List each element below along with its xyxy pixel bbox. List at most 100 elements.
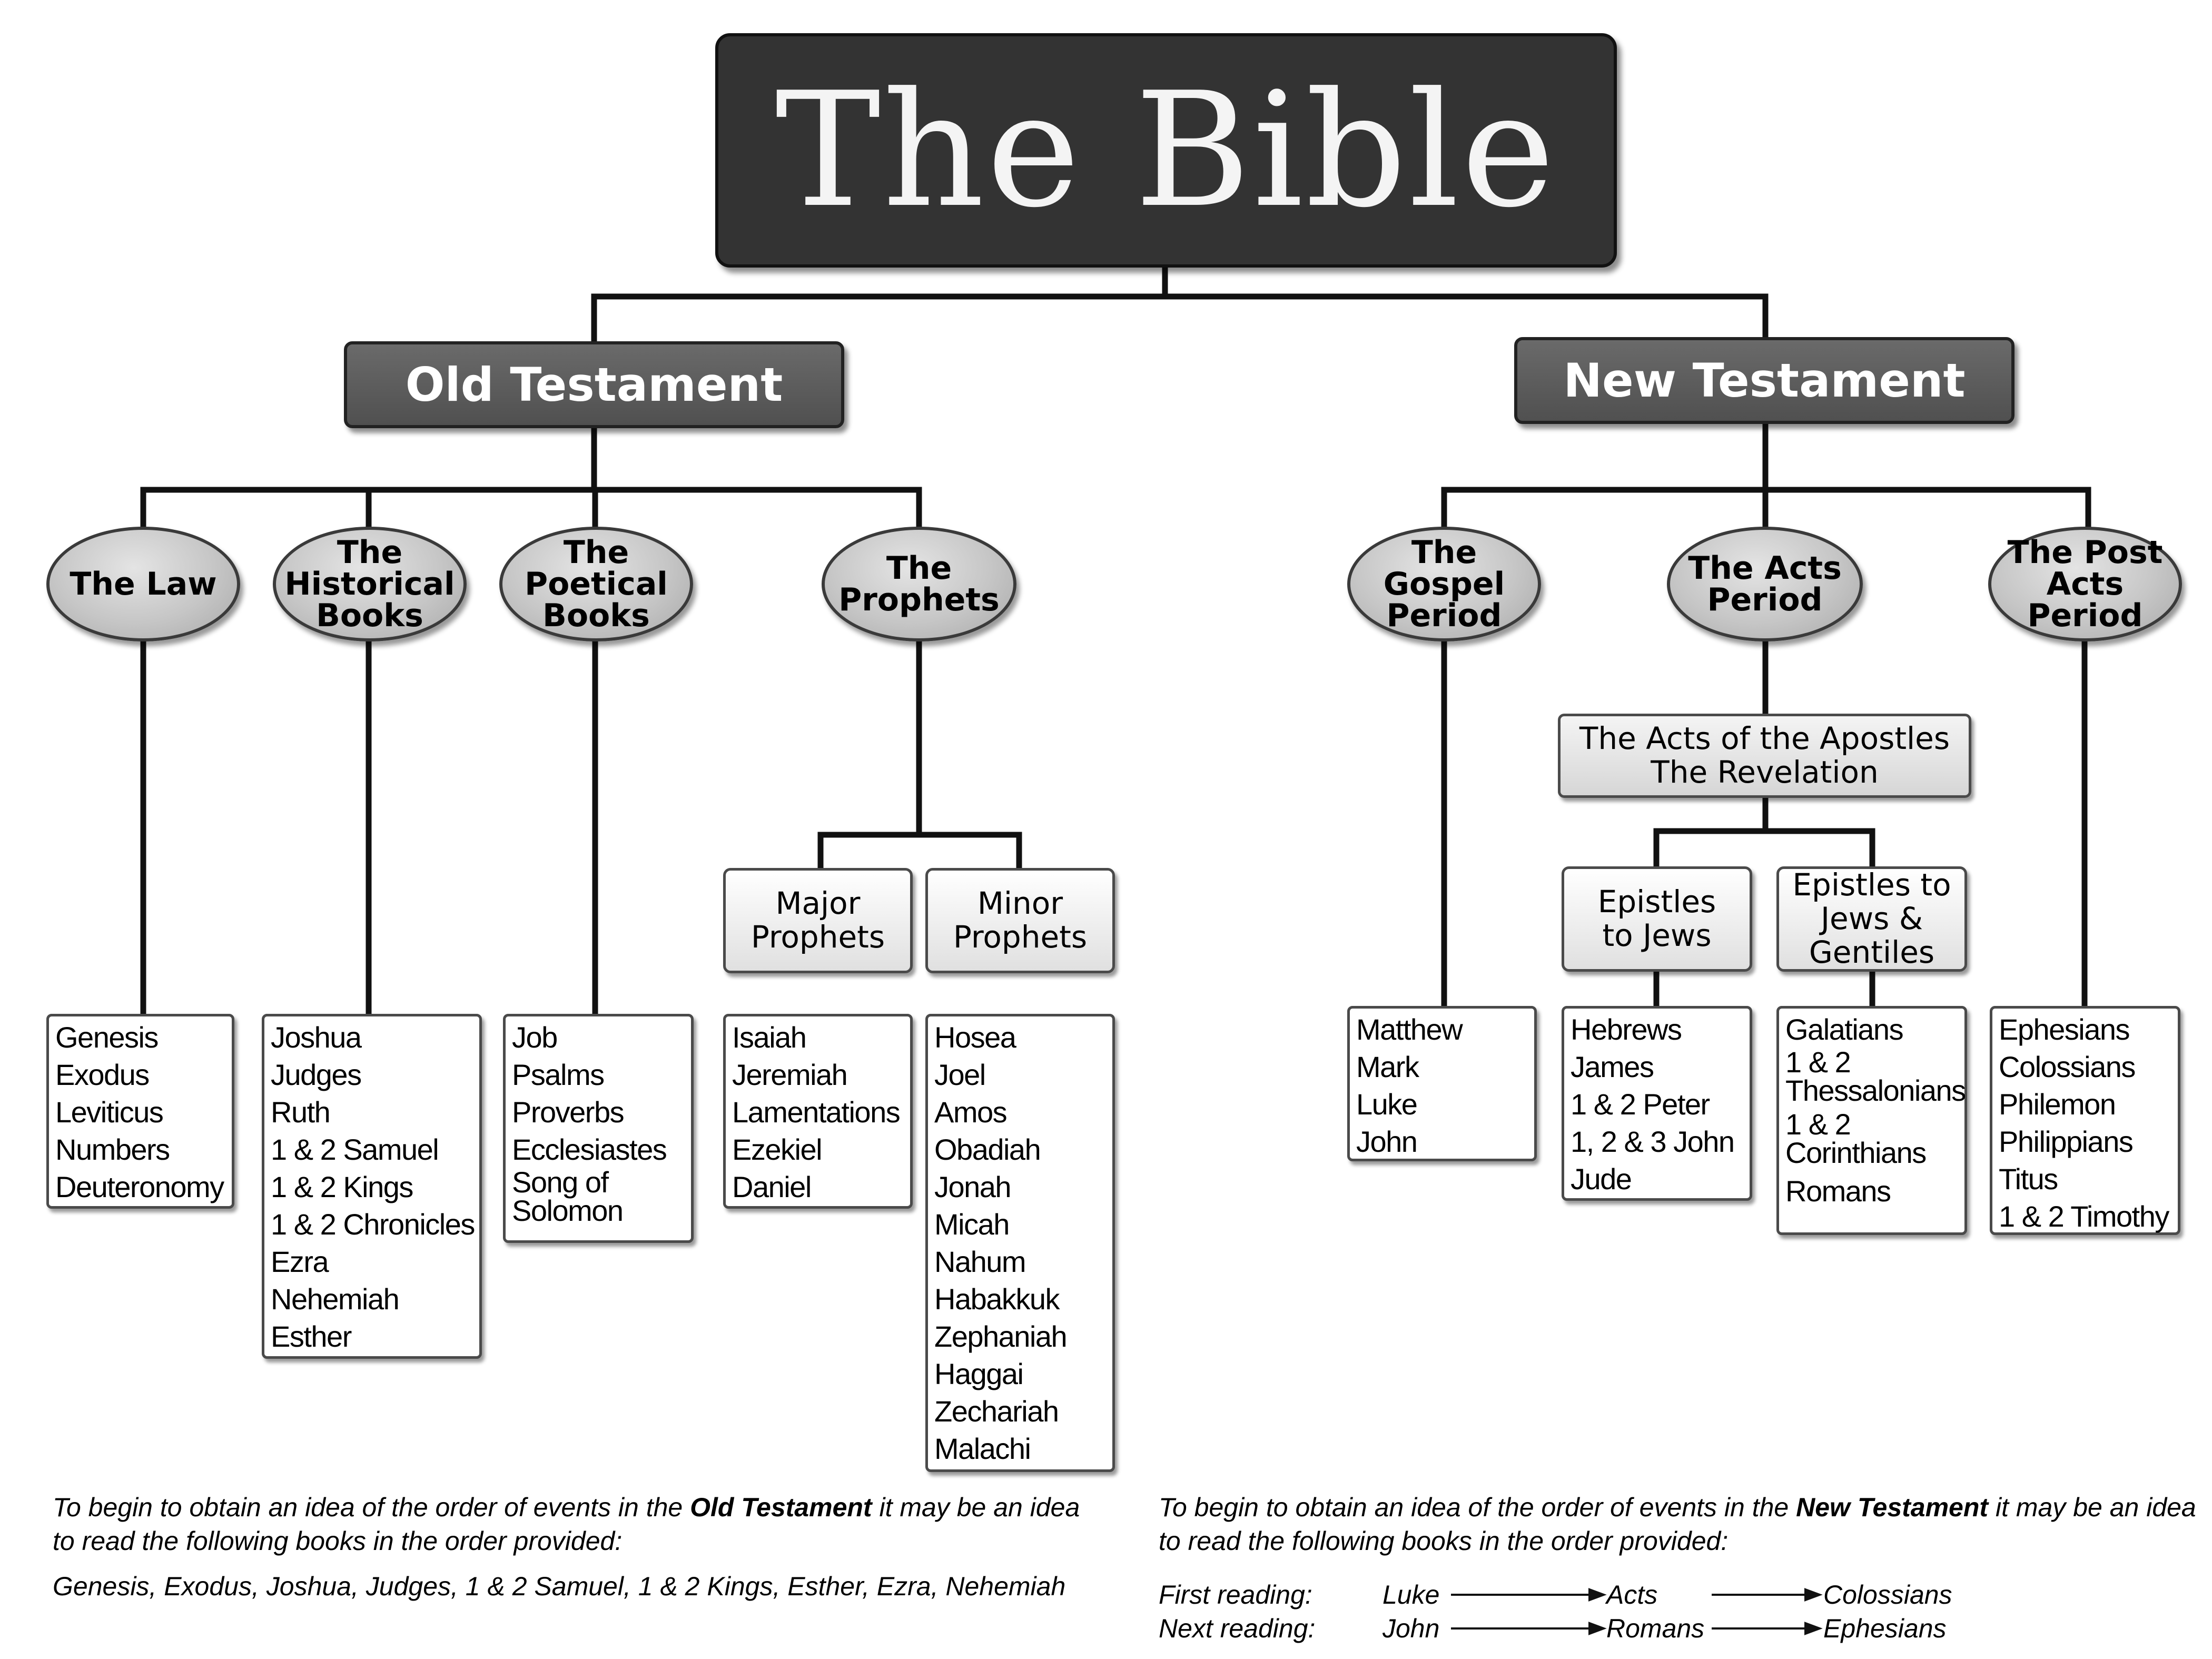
book-item: Ezra <box>271 1245 329 1278</box>
new-testament-note: To begin to obtain an idea of the order … <box>1159 1490 2207 1558</box>
connector-epistle-groups <box>1653 793 1875 872</box>
acts-books-line2: The Revelation <box>1651 754 1879 790</box>
book-item: 1 & 2 Thessalonians <box>1785 1045 1966 1107</box>
new-note-text-end: it may be an idea to read the following … <box>1159 1493 2196 1556</box>
category-historical-label: The Historical Books <box>284 534 455 634</box>
epistles-jews-label: Epistles to Jews <box>1597 884 1716 953</box>
book-item: Zephaniah <box>934 1320 1068 1353</box>
book-item: Haggai <box>934 1357 1024 1390</box>
old-testament-note: To begin to obtain an idea of the order … <box>53 1490 1106 1558</box>
acts-books-line1: The Acts of the Apostles <box>1579 720 1950 757</box>
book-item: Jeremiah <box>732 1058 848 1091</box>
epistles-jews-gentiles-box: Epistles to Jews & Gentiles <box>1776 866 1967 972</box>
first-reading-book-2: Acts <box>1606 1580 1658 1609</box>
book-item: Numbers <box>55 1133 170 1166</box>
book-item: Genesis <box>55 1021 159 1054</box>
category-acts: The Acts Period <box>1667 527 1863 641</box>
book-item: Luke <box>1356 1088 1418 1121</box>
epistles-jews-gentiles-label: Epistles to Jews & Gentiles <box>1792 867 1951 970</box>
category-prophets: The Prophets <box>822 527 1016 641</box>
book-item: Zechariah <box>934 1395 1059 1428</box>
category-law-label: The Law <box>70 566 217 603</box>
book-item: Deuteronomy <box>55 1170 224 1203</box>
book-item: Galatians <box>1785 1013 1904 1046</box>
category-post-acts: The Post Acts Period <box>1988 527 2182 641</box>
acts-books-box: The Acts of the Apostles The Revelation <box>1558 714 1971 798</box>
book-item: Psalms <box>512 1058 605 1091</box>
first-reading-label: First reading: <box>1159 1580 1312 1609</box>
book-item: Ecclesiastes <box>512 1133 667 1166</box>
book-item: Titus <box>1999 1162 2058 1196</box>
new-testament-box: New Testament <box>1514 337 2014 424</box>
old-note-bold: Old Testament <box>690 1493 872 1522</box>
book-item: John <box>1356 1125 1418 1158</box>
category-historical: The Historical Books <box>273 527 467 641</box>
next-reading-book-3: Ephesians <box>1823 1614 1947 1643</box>
old-note-text-end: it may be an idea to read the following … <box>53 1493 1080 1556</box>
book-item: Judges <box>271 1058 362 1091</box>
book-item: Amos <box>934 1095 1008 1129</box>
book-item: Nehemiah <box>271 1282 400 1316</box>
arrowhead-first-2 <box>1804 1588 1823 1602</box>
major-prophets-box: Major Prophets <box>723 868 913 973</box>
book-item: 1 & 2 Corinthians <box>1785 1108 1927 1169</box>
book-item: Leviticus <box>55 1095 164 1129</box>
book-item: Jonah <box>934 1170 1012 1203</box>
book-item: Joshua <box>271 1021 362 1054</box>
book-item: Colossians <box>1999 1050 2136 1083</box>
connector-new-categories <box>1441 421 2091 532</box>
book-item: Romans <box>1785 1174 1891 1208</box>
book-item: Lamentations <box>732 1095 901 1129</box>
connector-title-testaments <box>591 263 1769 345</box>
category-acts-label: The Acts Period <box>1688 550 1842 618</box>
book-item: Ruth <box>271 1095 331 1129</box>
book-item: Exodus <box>55 1058 150 1091</box>
next-reading-book-1: John <box>1382 1614 1440 1643</box>
category-gospel: The Gospel Period <box>1347 527 1541 641</box>
book-item: Mark <box>1356 1050 1419 1083</box>
book-item: Ezekiel <box>732 1133 823 1166</box>
book-item: Hebrews <box>1571 1013 1682 1046</box>
book-item: Ephesians <box>1999 1013 2130 1046</box>
book-item: Jude <box>1571 1162 1632 1196</box>
book-item: 1 & 2 Chronicles <box>271 1208 475 1241</box>
book-item: Esther <box>271 1320 352 1353</box>
category-poetical-label: The Poetical Books <box>525 534 668 634</box>
new-testament-label: New Testament <box>1563 353 1966 408</box>
book-item: Habakkuk <box>934 1282 1060 1316</box>
book-item: 1 & 2 Peter <box>1571 1088 1710 1121</box>
arrowhead-next-2 <box>1804 1622 1823 1635</box>
category-law: The Law <box>46 527 240 641</box>
arrowhead-next-1 <box>1588 1622 1607 1635</box>
book-item: Hosea <box>934 1021 1016 1054</box>
major-prophets-label: Major Prophets <box>750 885 885 955</box>
title-box: The Bible <box>715 33 1617 268</box>
epistles-jews-box: Epistles to Jews <box>1562 866 1752 972</box>
connector-old-categories <box>140 422 922 532</box>
new-note-text-start: To begin to obtain an idea of the order … <box>1159 1493 1796 1522</box>
book-item: Song of Solomon <box>512 1166 624 1227</box>
book-item: Malachi <box>934 1432 1031 1465</box>
book-item: Philippians <box>1999 1125 2134 1158</box>
minor-prophets-label: Minor Prophets <box>953 885 1088 955</box>
old-testament-order: Genesis, Exodus, Joshua, Judges, 1 & 2 S… <box>53 1572 1066 1601</box>
book-item: Daniel <box>732 1170 812 1203</box>
category-poetical: The Poetical Books <box>499 527 693 641</box>
new-note-bold: New Testament <box>1796 1493 1989 1522</box>
book-item: 1, 2 & 3 John <box>1571 1125 1735 1158</box>
book-item: Matthew <box>1356 1013 1463 1046</box>
book-item: Job <box>512 1021 558 1054</box>
book-item: 1 & 2 Kings <box>271 1170 413 1203</box>
minor-prophets-box: Minor Prophets <box>925 868 1115 973</box>
category-post-acts-label: The Post Acts Period <box>2007 534 2163 634</box>
old-note-text-start: To begin to obtain an idea of the order … <box>53 1493 690 1522</box>
